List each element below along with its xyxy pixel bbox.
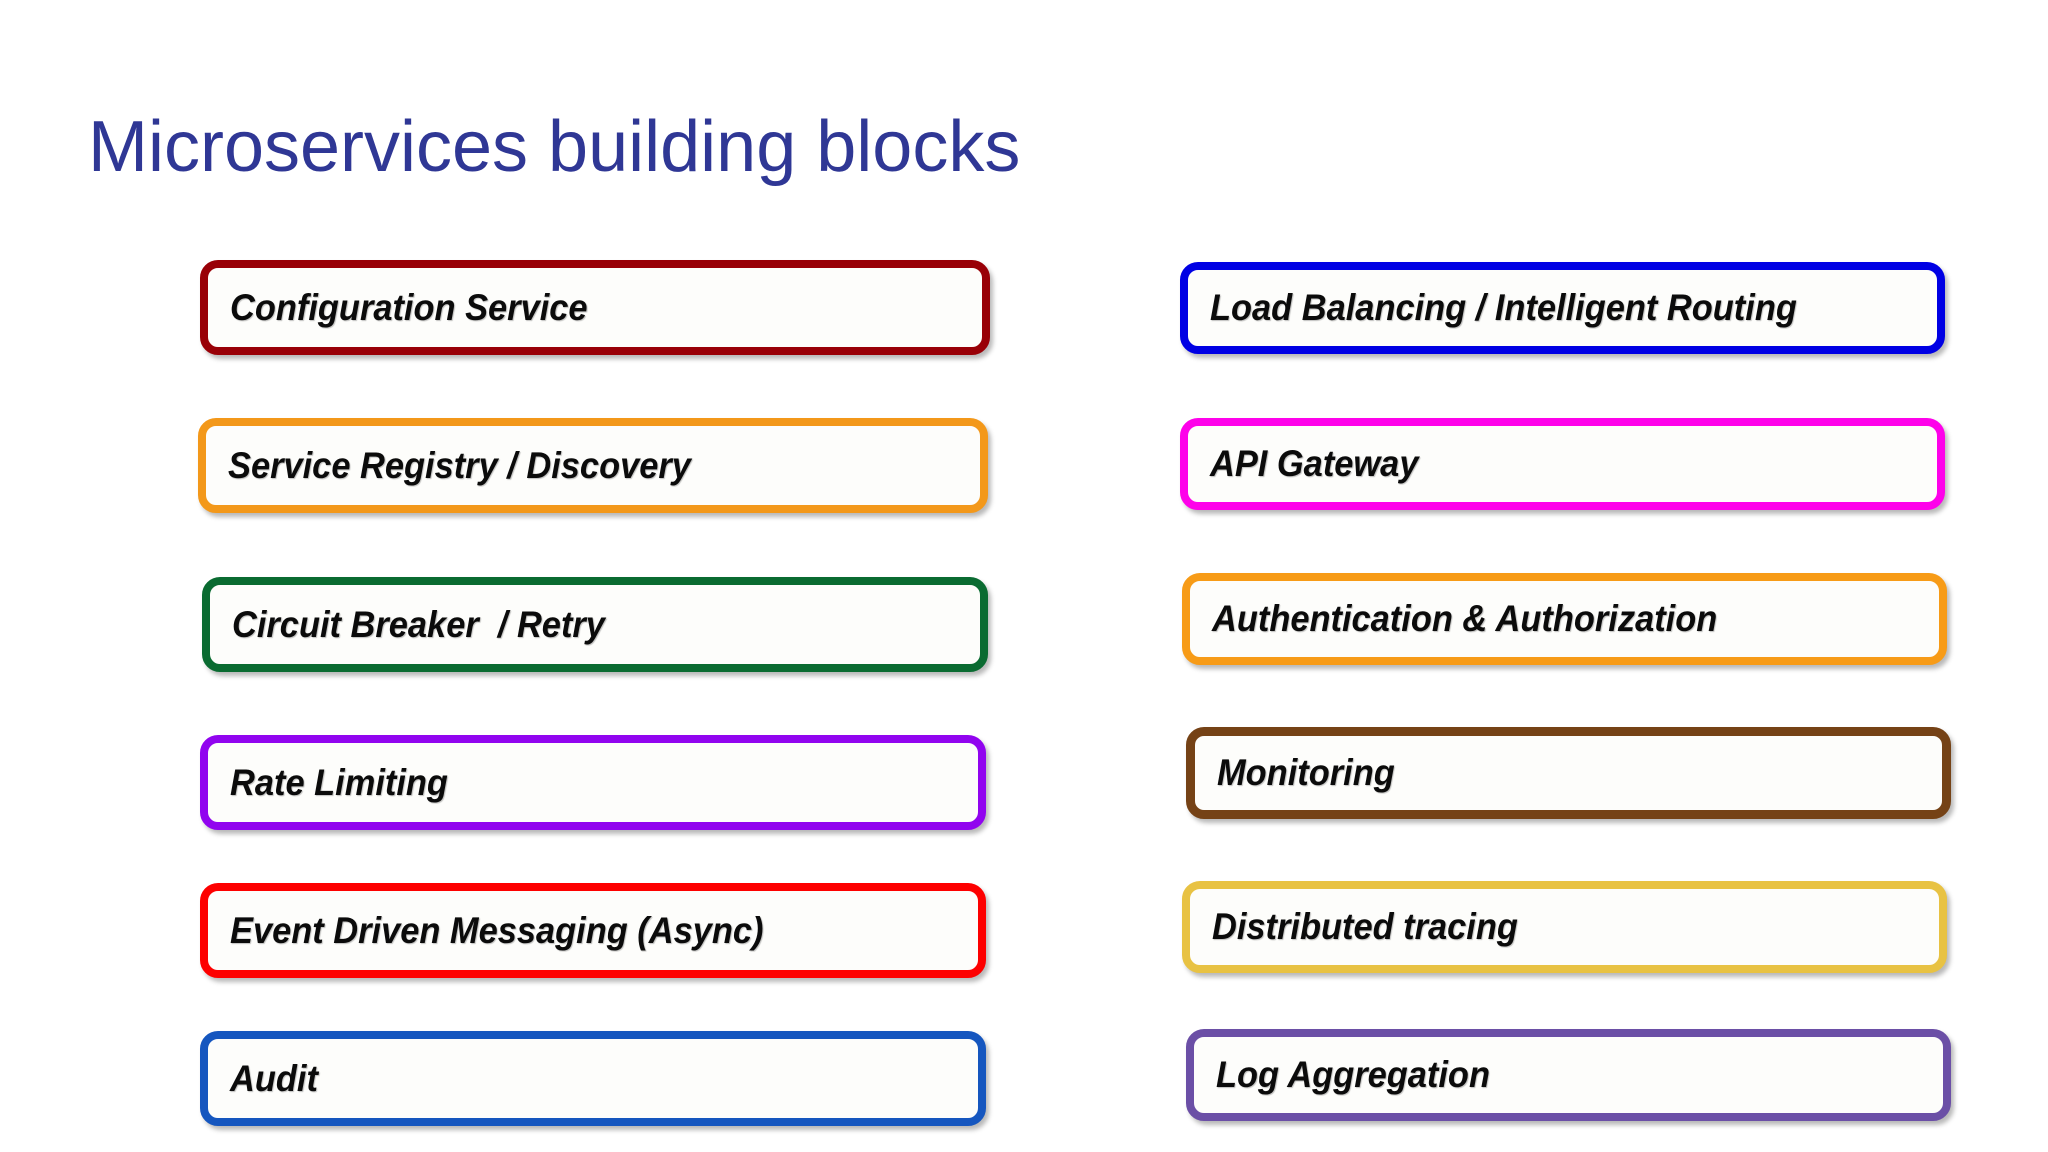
building-block-box[interactable]: Event Driven Messaging (Async) (200, 883, 986, 978)
building-block-label: Circuit Breaker / Retry (232, 603, 605, 645)
building-block-label: Authentication & Authorization (1212, 598, 1718, 639)
building-block-box[interactable]: Circuit Breaker / Retry (202, 577, 988, 672)
building-block-label: Load Balancing / Intelligent Routing (1210, 287, 1797, 328)
building-block-label: Monitoring (1217, 752, 1395, 793)
building-block-label: Log Aggregation (1216, 1054, 1490, 1095)
building-block-label: Rate Limiting (230, 761, 448, 803)
building-block-box[interactable]: Service Registry / Discovery (198, 418, 988, 513)
building-block-box[interactable]: Monitoring (1186, 727, 1951, 819)
building-block-box[interactable]: Audit (200, 1031, 986, 1126)
building-block-box[interactable]: Rate Limiting (200, 735, 986, 830)
building-block-box[interactable]: Log Aggregation (1186, 1029, 1951, 1121)
building-block-label: API Gateway (1210, 443, 1419, 484)
building-block-box[interactable]: Configuration Service (200, 260, 990, 355)
building-block-box[interactable]: Authentication & Authorization (1182, 573, 1947, 665)
building-block-label: Configuration Service (230, 286, 588, 328)
building-block-label: Event Driven Messaging (Async) (230, 909, 764, 951)
page-title: Microservices building blocks (88, 107, 1021, 187)
building-block-box[interactable]: Distributed tracing (1182, 881, 1947, 973)
building-block-box[interactable]: Load Balancing / Intelligent Routing (1180, 262, 1945, 354)
building-block-label: Distributed tracing (1212, 906, 1518, 947)
building-block-label: Service Registry / Discovery (228, 444, 691, 486)
building-block-label: Audit (230, 1057, 318, 1099)
building-block-box[interactable]: API Gateway (1180, 418, 1945, 510)
